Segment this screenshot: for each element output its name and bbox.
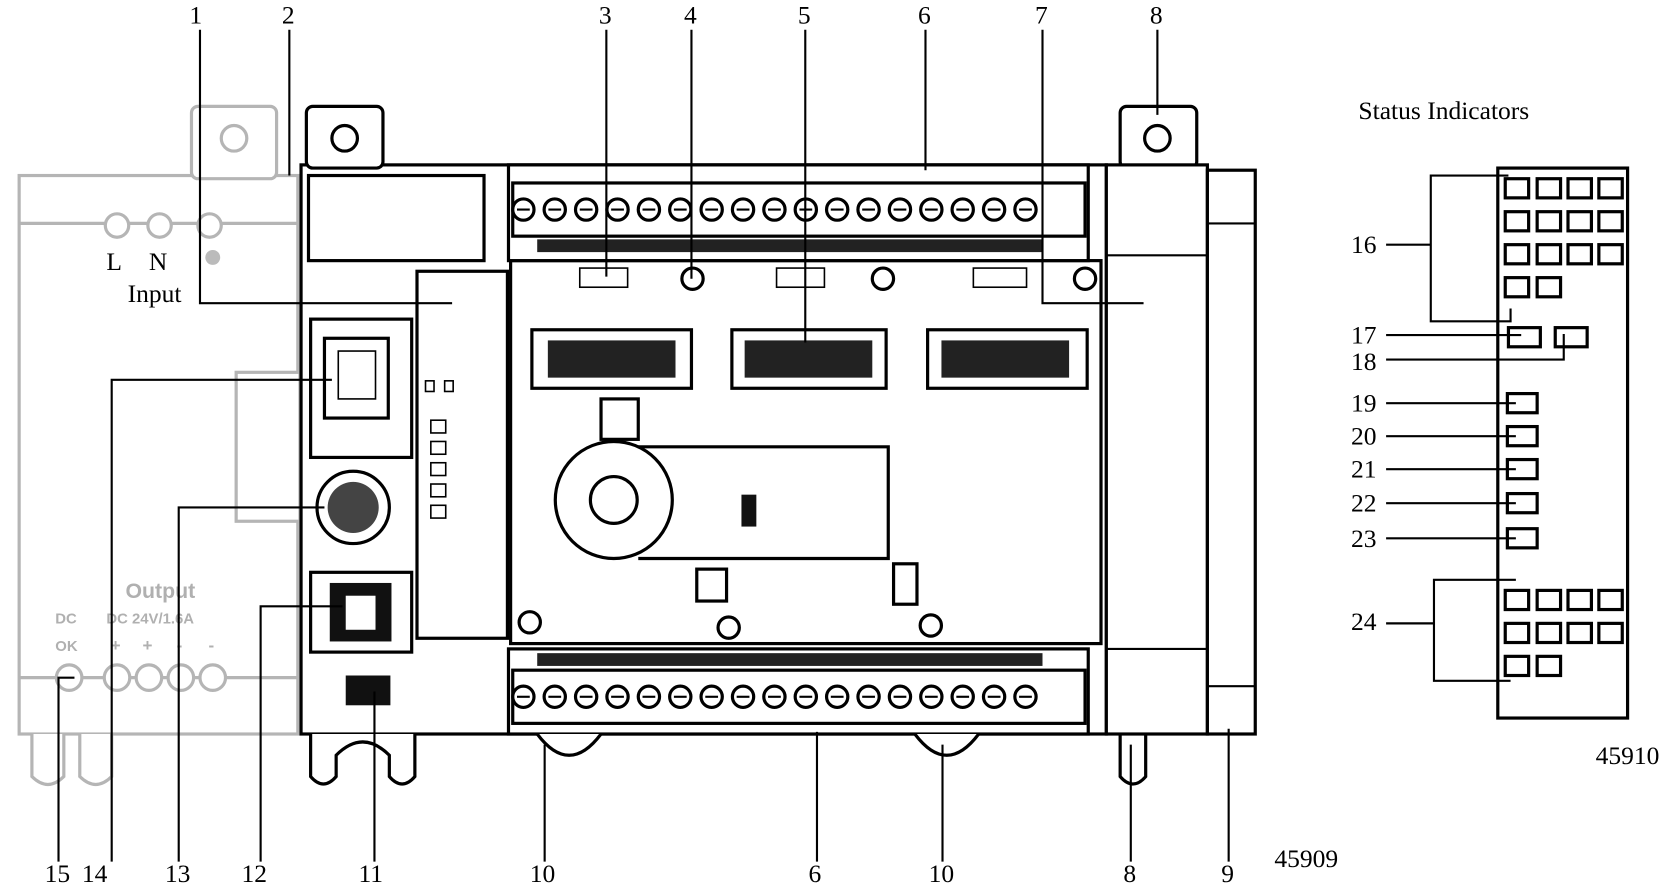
callout-21: 21 [1351, 455, 1377, 484]
callout-20: 20 [1351, 422, 1377, 451]
io-led [1535, 621, 1563, 645]
input-label: Input [128, 279, 182, 308]
input-terminal-n: N [149, 247, 167, 276]
ok-label: OK [55, 639, 78, 655]
status-led [1535, 243, 1563, 266]
callout-6-top: 6 [918, 0, 931, 29]
callout-22: 22 [1351, 489, 1377, 518]
polarity-1: + [111, 636, 121, 655]
status-led [1566, 177, 1594, 200]
status-led [1535, 210, 1563, 233]
figure-id-main: 45909 [1274, 844, 1338, 873]
callout-10-left: 10 [530, 859, 556, 884]
callout-24: 24 [1351, 607, 1377, 636]
plc-main-body [299, 104, 1257, 786]
callout-17: 17 [1351, 321, 1377, 350]
callout-23: 23 [1351, 524, 1377, 553]
callout-8-bottom: 8 [1123, 859, 1136, 884]
callout-14: 14 [82, 859, 108, 884]
callout-13: 13 [165, 859, 191, 884]
ground-icon [205, 249, 221, 265]
status-led [1503, 177, 1531, 200]
power-supply-module: L N Input Output DC 24V/1.6A DC OK + + -… [17, 104, 302, 787]
dip-switch[interactable] [345, 675, 391, 706]
callout-3: 3 [599, 0, 612, 29]
callout-19: 19 [1351, 389, 1377, 418]
polarity-4: - [208, 636, 214, 655]
callout-9: 9 [1221, 859, 1234, 884]
callout-12: 12 [241, 859, 267, 884]
io-led [1503, 588, 1531, 612]
status-led [1597, 243, 1624, 266]
io-led [1566, 588, 1594, 612]
output-label: Output [126, 579, 196, 603]
io-led [1597, 588, 1624, 612]
io-led [1535, 654, 1563, 678]
status-led [1535, 177, 1563, 200]
callout-6-bottom: 6 [808, 859, 821, 884]
top-callouts: 1 2 3 4 5 6 7 8 [189, 0, 1163, 343]
dc-label: DC [55, 611, 77, 627]
callout-2: 2 [282, 0, 295, 29]
status-led [1566, 243, 1594, 266]
status-led [1503, 276, 1531, 299]
io-led [1566, 621, 1594, 645]
polarity-2: + [143, 636, 153, 655]
io-led [1597, 621, 1624, 645]
callout-15: 15 [45, 859, 71, 884]
io-led [1535, 588, 1563, 612]
io-led [1503, 621, 1531, 645]
io-led [1503, 654, 1531, 678]
callout-7: 7 [1035, 0, 1048, 29]
callout-18: 18 [1351, 347, 1377, 376]
callout-1: 1 [189, 0, 202, 29]
status-led [1597, 177, 1624, 200]
bottom-callouts: 15 14 13 12 11 10 6 10 8 9 45909 [45, 378, 1338, 884]
callout-4: 4 [684, 0, 697, 29]
callout-16: 16 [1351, 230, 1377, 259]
callout-8-top: 8 [1150, 0, 1163, 29]
led-17 [1506, 326, 1542, 349]
top-terminal-block[interactable] [506, 163, 1090, 263]
callout-10-right: 10 [929, 859, 955, 884]
status-panel-title: Status Indicators [1358, 96, 1529, 125]
status-led [1503, 243, 1531, 266]
status-led [1597, 210, 1624, 233]
callout-5: 5 [798, 0, 811, 29]
status-led [1566, 210, 1594, 233]
status-led [1535, 276, 1563, 299]
output-rating: DC 24V/1.6A [106, 611, 194, 627]
input-terminal-l: L [106, 247, 122, 276]
led-18 [1553, 326, 1589, 349]
status-indicators-panel: Status Indicators 16 17 18 19 20 21 22 23 24… [1351, 96, 1659, 770]
figure-id-status: 45910 [1596, 741, 1660, 770]
status-led [1503, 210, 1531, 233]
callout-11: 11 [358, 859, 383, 884]
